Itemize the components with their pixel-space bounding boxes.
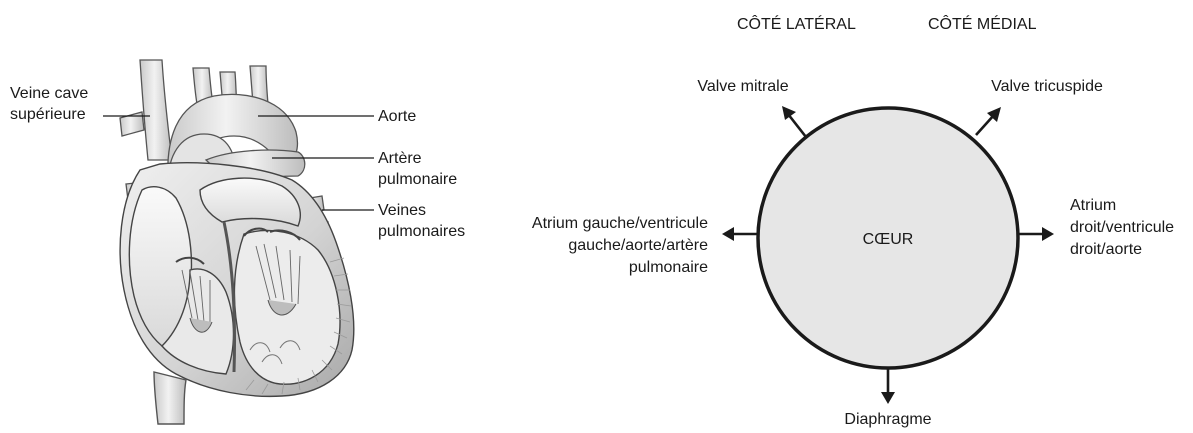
header-lateral-side: CÔTÉ LATÉRAL [737, 14, 856, 33]
label-pa-line2: pulmonaire [378, 171, 457, 188]
label-right-line2: droit/ventricule [1070, 219, 1174, 236]
header-medial-side: CÔTÉ MÉDIAL [928, 14, 1037, 33]
heart-illustration: Veine cave supérieure Aorte Artère pulmo… [10, 59, 465, 425]
label-right-line1: Atrium [1070, 197, 1116, 214]
label-pa-line1: Artère [378, 150, 422, 167]
center-label: CŒUR [863, 231, 914, 248]
label-diaphragm: Diaphragme [844, 411, 931, 428]
label-pv-line1: Veines [378, 202, 426, 219]
label-mitral-valve: Valve mitrale [697, 78, 788, 95]
label-svc-line1: Veine cave [10, 85, 88, 102]
arrow-upper-left [782, 106, 808, 138]
heart-body [119, 162, 355, 425]
arrow-upper-right [975, 107, 1001, 136]
heart-labels: Veine cave supérieure Aorte Artère pulmo… [10, 85, 465, 240]
arrow-right [1018, 227, 1054, 241]
label-aorta: Aorte [378, 108, 416, 125]
label-left-line3: pulmonaire [629, 259, 708, 276]
orientation-diagram: CÔTÉ LATÉRAL CÔTÉ MÉDIAL CŒUR Valve mitr… [532, 14, 1174, 428]
label-svc-line2: supérieure [10, 106, 86, 123]
label-left-line1: Atrium gauche/ventricule [532, 215, 708, 232]
label-left-line2: gauche/aorte/artère [568, 237, 708, 254]
label-pv-line2: pulmonaires [378, 223, 465, 240]
label-tricuspid-valve: Valve tricuspide [991, 78, 1103, 95]
arrow-left [722, 227, 758, 241]
label-right-line3: droit/aorte [1070, 241, 1142, 258]
arrow-down [881, 368, 895, 404]
heart-leader-lines [103, 115, 374, 211]
